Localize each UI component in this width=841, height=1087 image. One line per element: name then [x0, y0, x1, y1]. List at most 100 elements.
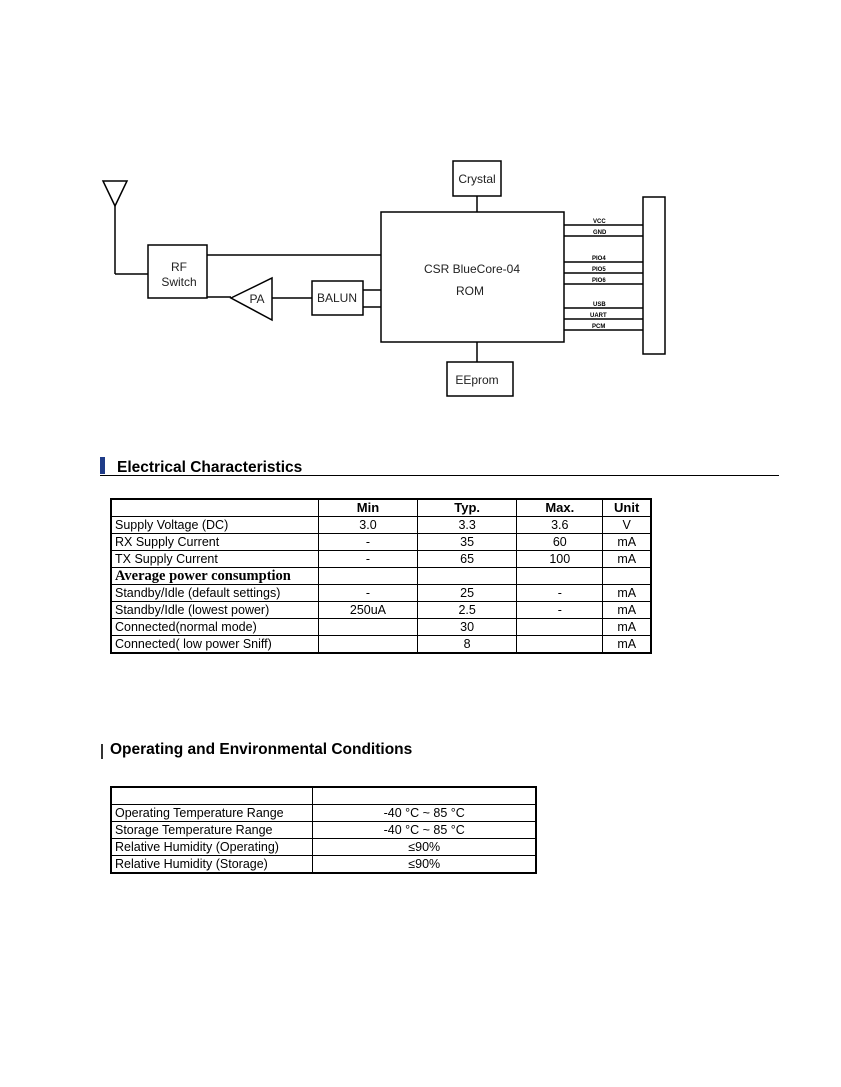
value-cell — [417, 567, 518, 585]
value-cell: 3.3 — [417, 516, 518, 534]
value-cell: 35 — [417, 533, 518, 551]
table-row: Supply Voltage (DC) 3.0 3.3 3.6 V — [110, 516, 652, 534]
value-cell: - — [317, 533, 419, 551]
value-cell: 8 — [417, 635, 518, 654]
param-cell: Standby/Idle (lowest power) — [110, 601, 319, 619]
value-cell: 3.6 — [516, 516, 604, 534]
unit-cell: V — [602, 516, 652, 534]
value-cell — [516, 567, 604, 585]
pin-label: UART — [590, 313, 607, 319]
value-cell: -40 °C ~ 85 °C — [312, 804, 537, 822]
table-row: Connected(normal mode) 30 mA — [110, 618, 652, 636]
section-divider — [100, 475, 779, 476]
table-header-row: Min Typ. Max. Unit — [110, 498, 652, 517]
pin-label: PIO5 — [592, 267, 606, 273]
header-cell: Typ. — [417, 498, 518, 517]
param-cell: Operating Temperature Range — [110, 804, 314, 822]
value-cell: 30 — [417, 618, 518, 636]
value-cell: 2.5 — [417, 601, 518, 619]
environmental-title: Operating and Environmental Conditions — [110, 741, 413, 758]
table-row: Operating Temperature Range -40 °C ~ 85 … — [110, 804, 537, 822]
table-row: Connected( low power Sniff) 8 mA — [110, 635, 652, 654]
pa-amplifier-icon — [229, 276, 273, 322]
value-cell: 250uA — [317, 601, 419, 619]
header-cell: Min — [317, 498, 419, 517]
balun-block — [311, 280, 364, 316]
table-row: RX Supply Current - 35 60 mA — [110, 533, 652, 551]
param-cell: Supply Voltage (DC) — [110, 516, 319, 534]
rf-switch-label-1: RF — [171, 260, 187, 274]
value-cell: - — [317, 584, 419, 602]
value-cell — [317, 635, 419, 654]
pin-label: PIO6 — [592, 278, 606, 284]
table-row: Relative Humidity (Operating) ≤90% — [110, 838, 537, 856]
value-cell: -40 °C ~ 85 °C — [312, 821, 537, 839]
param-cell: Storage Temperature Range — [110, 821, 314, 839]
header-cell — [110, 498, 319, 517]
core-rom-label: ROM — [456, 284, 484, 298]
value-cell: - — [516, 584, 604, 602]
unit-cell: mA — [602, 618, 652, 636]
unit-cell: mA — [602, 601, 652, 619]
value-cell — [317, 618, 419, 636]
pin-label: USB — [593, 302, 606, 308]
connector-header — [642, 196, 666, 355]
value-cell: ≤90% — [312, 855, 537, 874]
value-cell: - — [317, 550, 419, 568]
rf-switch-block — [147, 244, 208, 299]
table-row: Storage Temperature Range -40 °C ~ 85 °C — [110, 821, 537, 839]
value-cell — [516, 635, 604, 654]
table-row: Relative Humidity (Storage) ≤90% — [110, 855, 537, 874]
environmental-table: Operating Temperature Range -40 °C ~ 85 … — [110, 786, 537, 874]
param-cell: Relative Humidity (Storage) — [110, 855, 314, 874]
header-cell: Max. — [516, 498, 604, 517]
header-cell — [110, 786, 314, 805]
unit-cell: mA — [602, 584, 652, 602]
value-cell: - — [516, 601, 604, 619]
electrical-title: Electrical Characteristics — [117, 459, 303, 476]
section-marker-icon — [101, 744, 103, 759]
balun-label: BALUN — [317, 291, 357, 305]
section-marker-icon — [100, 457, 105, 474]
table-row: Standby/Idle (default settings) - 25 - m… — [110, 584, 652, 602]
antenna-icon — [101, 180, 129, 208]
header-cell — [312, 786, 537, 805]
unit-cell — [602, 567, 652, 585]
param-cell: Average power consumption — [110, 567, 319, 585]
core-label: CSR BlueCore-04 — [424, 262, 520, 276]
unit-cell: mA — [602, 550, 652, 568]
table-header-row — [110, 786, 537, 805]
electrical-table: Min Typ. Max. Unit Supply Voltage (DC) 3… — [110, 498, 652, 654]
table-row: Average power consumption — [110, 567, 652, 585]
rf-switch-label-2: Switch — [161, 275, 196, 289]
table-row: Standby/Idle (lowest power) 250uA 2.5 - … — [110, 601, 652, 619]
eeprom-label: EEprom — [455, 373, 498, 387]
param-cell: Relative Humidity (Operating) — [110, 838, 314, 856]
value-cell: ≤90% — [312, 838, 537, 856]
pin-label: GND — [593, 230, 607, 236]
param-cell: RX Supply Current — [110, 533, 319, 551]
param-cell: Connected(normal mode) — [110, 618, 319, 636]
crystal-label: Crystal — [458, 172, 495, 186]
value-cell: 60 — [516, 533, 604, 551]
pin-label: VCC — [593, 219, 606, 225]
header-cell: Unit — [602, 498, 652, 517]
eeprom-block — [446, 361, 514, 397]
block-diagram: Crystal CSR BlueCore-04 ROM EEprom RF Sw… — [101, 160, 666, 397]
pin-label: PIO4 — [592, 256, 606, 262]
value-cell: 3.0 — [317, 516, 419, 534]
unit-cell: mA — [602, 533, 652, 551]
core-block — [380, 211, 565, 343]
value-cell: 100 — [516, 550, 604, 568]
value-cell: 25 — [417, 584, 518, 602]
table-row: TX Supply Current - 65 100 mA — [110, 550, 652, 568]
value-cell — [516, 618, 604, 636]
param-cell: Connected( low power Sniff) — [110, 635, 319, 654]
unit-cell: mA — [602, 635, 652, 654]
value-cell: 65 — [417, 550, 518, 568]
value-cell — [317, 567, 419, 585]
param-cell: TX Supply Current — [110, 550, 319, 568]
param-cell: Standby/Idle (default settings) — [110, 584, 319, 602]
pin-label: PCM — [592, 324, 605, 330]
pa-label: PA — [249, 292, 264, 306]
